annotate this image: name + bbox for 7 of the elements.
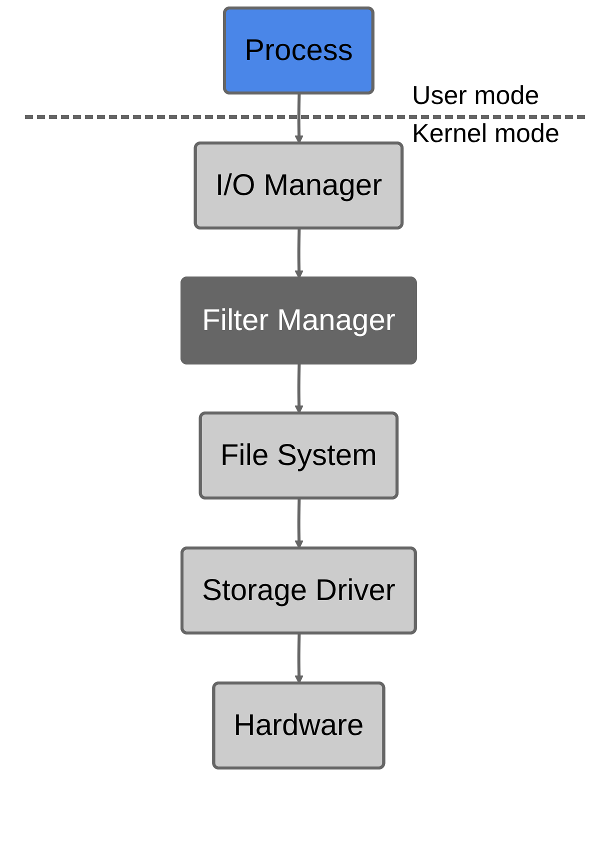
mode-label: User mode [412,80,540,110]
arrow [294,498,304,549]
arrow [294,228,304,279]
arrow [294,363,304,414]
arrow [294,633,304,684]
mode-label: Kernel mode [412,118,560,148]
arrow [294,93,304,144]
